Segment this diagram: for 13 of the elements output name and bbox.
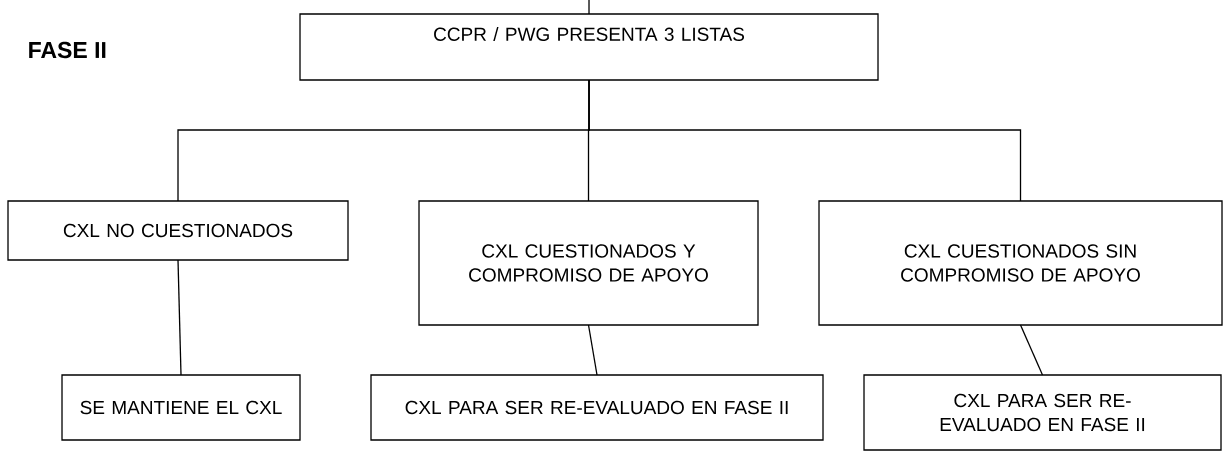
process-box: CXL CUESTIONADOS SIN COMPROMISO DE APOYO <box>818 200 1223 326</box>
connector-line <box>177 259 182 376</box>
process-box: CXL PARA SER RE-EVALUADO EN FASE II <box>370 374 824 441</box>
process-box: CXL PARA SER RE-EVALUADO EN FASE II <box>863 374 1222 451</box>
connector-line <box>587 324 598 376</box>
connector-line <box>1019 324 1044 376</box>
process-box: CXL NO CUESTIONADOS <box>7 200 349 261</box>
process-box: SE MANTIENE EL CXL <box>61 374 301 441</box>
connector-line <box>588 79 1022 202</box>
connector-line <box>588 0 590 15</box>
section-heading: FASE II <box>29 41 106 59</box>
process-box: CCPR / PWG PRESENTA 3 LISTAS <box>299 13 879 81</box>
process-box: CXL CUESTIONADOS Y COMPROMISO DE APOYO <box>418 200 759 326</box>
